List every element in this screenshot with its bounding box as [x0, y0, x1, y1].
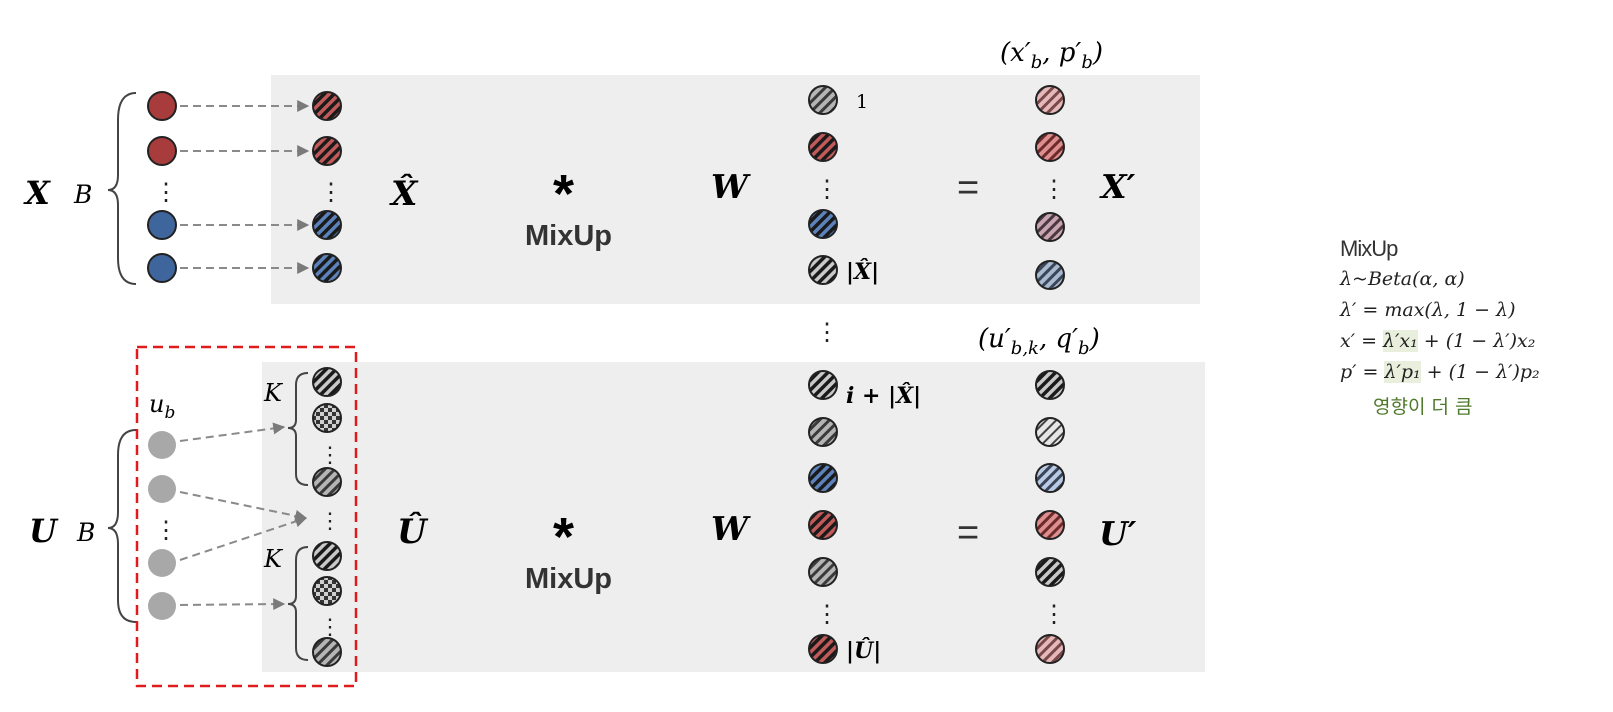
formula-p-prime-rhs: + (1 − λ′)p₂	[1420, 361, 1540, 383]
xhat-circle-4	[312, 253, 342, 283]
ellipsis-between: ⋮	[815, 318, 839, 346]
mixup-asterisk-bottom: *	[553, 507, 574, 567]
uhat-circle-5	[312, 576, 342, 606]
uhat-circle-6	[312, 637, 342, 667]
brace-bottom	[107, 429, 137, 623]
brace-k-1	[287, 372, 309, 486]
input-circle-blue-2	[147, 253, 177, 283]
w2-circle-3	[808, 463, 838, 493]
ellipsis-top-input: ⋮	[154, 178, 178, 206]
equals-bottom: =	[957, 512, 979, 554]
u-hat-label: Û	[397, 511, 429, 552]
w-label-bottom: W	[711, 509, 751, 548]
highlight-box	[135, 345, 358, 688]
unlabeled-circle-3	[148, 549, 176, 577]
formula-lambda-prime: λ′ = max(λ, 1 − λ)	[1340, 299, 1516, 321]
formula-x-prime: x′ = λ′x₁ + (1 − λ′)x₂	[1340, 326, 1610, 357]
output-u-tuple: (u′b,k, q′b)	[978, 324, 1100, 359]
ub-label: ub	[149, 390, 175, 423]
w2-circle-2	[808, 417, 838, 447]
unlabeled-circle-1	[148, 431, 176, 459]
xprime-circle-4	[1035, 260, 1065, 290]
formula-p-prime-lhs: p′ =	[1340, 361, 1385, 383]
xhat-circle-2	[312, 136, 342, 166]
w-circle-1	[808, 85, 838, 115]
ellipsis-uhat-1: ⋮	[319, 443, 341, 468]
w2-circle-4	[808, 510, 838, 540]
x-hat-label: X̂	[389, 173, 419, 214]
w2-circle-6	[808, 634, 838, 664]
unlabeled-circle-2	[148, 475, 176, 503]
ellipsis-w-bottom: ⋮	[815, 600, 839, 628]
index-i: i + |X̂|	[846, 383, 921, 409]
equals-top: =	[957, 167, 979, 209]
uhat-circle-2	[312, 403, 342, 433]
ellipsis-uprime: ⋮	[1042, 600, 1066, 628]
formula-p-prime-highlight: λ′p₁	[1384, 361, 1421, 383]
xprime-circle-3	[1035, 212, 1065, 242]
k-label-1: K	[263, 379, 284, 407]
uprime-circle-4	[1035, 510, 1065, 540]
mixup-formula-title: MixUp	[1340, 236, 1398, 261]
mixup-label-bottom: MixUp	[525, 563, 612, 595]
formula-lambda: λ~Beta(α, α)	[1340, 268, 1465, 290]
input-circle-red-1	[147, 91, 177, 121]
input-circle-blue-1	[147, 210, 177, 240]
uprime-circle-3	[1035, 463, 1065, 493]
u-symbol: U	[29, 512, 59, 550]
w-circle-2	[808, 132, 838, 162]
ellipsis-unlabeled: ⋮	[154, 516, 178, 544]
uprime-circle-5	[1035, 557, 1065, 587]
unlabeled-circle-4	[148, 592, 176, 620]
xhat-circle-3	[312, 210, 342, 240]
w-label-top: W	[711, 167, 751, 206]
w-circle-4	[808, 255, 838, 285]
ellipsis-xprime: ⋮	[1042, 175, 1066, 203]
formula-x-prime-lhs: x′ =	[1340, 330, 1384, 352]
brace-k-2	[287, 546, 309, 661]
uprime-circle-6	[1035, 634, 1065, 664]
arrow-bottom-3	[179, 515, 308, 561]
brace-top	[107, 92, 137, 285]
x-prime-label: X′	[1099, 167, 1136, 206]
index-uhat: |Û|	[846, 637, 881, 664]
mixup-label-top: MixUp	[525, 220, 612, 252]
arrow-bottom-4	[179, 598, 286, 611]
index-xhat: |X̂|	[846, 259, 879, 285]
w-circle-3	[808, 209, 838, 239]
formula-p-prime: p′ = λ′p₁ + (1 − λ′)p₂	[1340, 357, 1610, 388]
ellipsis-xhat: ⋮	[319, 178, 343, 206]
ellipsis-uhat-2: ⋮	[319, 615, 341, 640]
arrow-bottom-2	[179, 491, 308, 522]
uprime-circle-2	[1035, 417, 1065, 447]
formula-x-prime-rhs: + (1 − λ′)x₂	[1417, 330, 1536, 352]
formula-note: 영향이 더 큼	[1373, 396, 1473, 418]
ellipsis-uhat-mid: ⋮	[319, 509, 341, 534]
uhat-circle-4	[312, 541, 342, 571]
batch-label-bottom: B	[76, 518, 95, 547]
arrow-bottom-1	[179, 422, 286, 442]
xhat-circle-1	[312, 91, 342, 121]
w2-circle-5	[808, 557, 838, 587]
output-x-tuple: (x′b, p′b)	[1000, 38, 1103, 73]
uhat-circle-3	[312, 467, 342, 497]
formula-x-prime-highlight: λ′x₁	[1383, 330, 1418, 352]
xprime-circle-2	[1035, 132, 1065, 162]
index-one: 1	[856, 91, 868, 113]
k-label-2: K	[263, 545, 284, 573]
batch-label-top: B	[73, 180, 92, 209]
xprime-circle-1	[1035, 85, 1065, 115]
mixup-formula-box: MixUp λ~Beta(α, α) λ′ = max(λ, 1 − λ) x′…	[1340, 236, 1610, 419]
x-symbol: X	[23, 174, 51, 212]
uprime-circle-1	[1035, 370, 1065, 400]
w2-circle-1	[808, 370, 838, 400]
uhat-circle-1	[312, 367, 342, 397]
u-prime-label: U′	[1099, 514, 1137, 553]
input-circle-red-2	[147, 136, 177, 166]
ellipsis-w-top: ⋮	[815, 175, 839, 203]
mixup-asterisk-top: *	[553, 164, 574, 224]
